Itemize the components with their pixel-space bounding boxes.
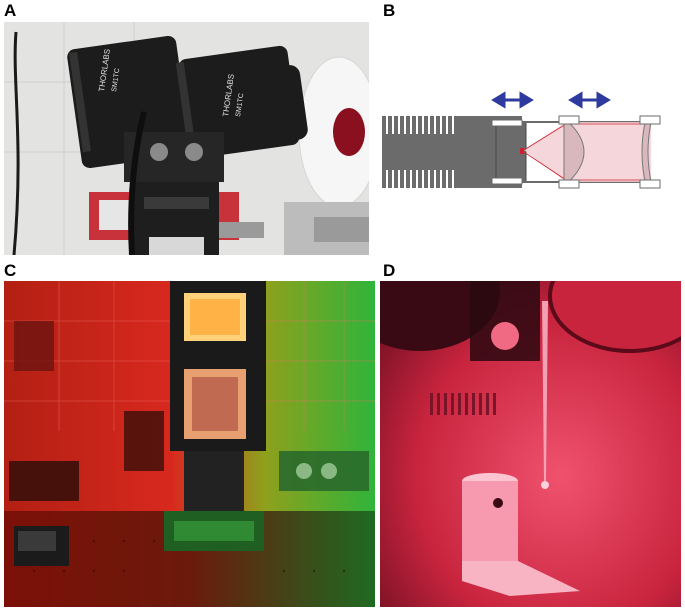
adjust-arrow-icon-1 xyxy=(491,91,534,109)
panel-label-a: A xyxy=(4,1,17,20)
photo-lab-setup xyxy=(4,281,375,607)
panel-label-c: C xyxy=(4,261,17,280)
photo-camera-assembly-drawing: THORLABS SM1TC THORLABS SM1TC xyxy=(4,22,369,255)
photo-sample-holder-drawing xyxy=(380,281,681,607)
adjust-arrow-icon-2 xyxy=(568,91,611,109)
panel-label-b: B xyxy=(383,1,396,20)
optical-schematic xyxy=(376,22,681,255)
photo-lab-setup-drawing xyxy=(4,281,375,607)
lens-part-text-1: SM1TC xyxy=(111,68,121,92)
photo-sample-holder xyxy=(380,281,681,607)
panel-label-d: D xyxy=(383,261,396,280)
optical-schematic-drawing xyxy=(382,91,661,189)
photo-camera-assembly: THORLABS SM1TC THORLABS SM1TC xyxy=(4,22,369,255)
lens-part-text-2: SM1TC xyxy=(235,93,245,117)
